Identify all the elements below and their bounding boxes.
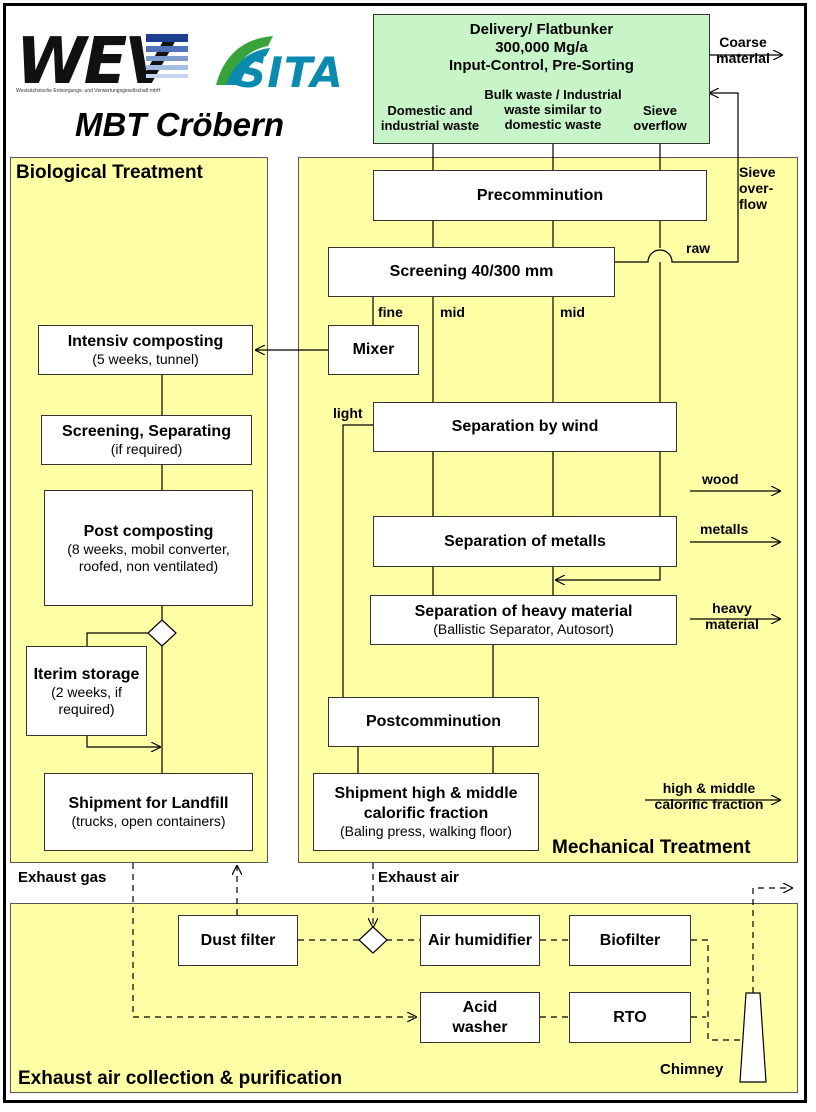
screening-box: Screening 40/300 mm: [328, 247, 615, 297]
bio-screening-box: Screening, Separating (if required): [41, 415, 252, 465]
precomminution-box: Precomminution: [373, 170, 707, 221]
landfill-shipment-label: Shipment for Landfill: [68, 795, 229, 812]
biological-treatment-title: Biological Treatment: [16, 162, 203, 183]
sita-logo-swoosh: [216, 36, 273, 85]
delivery-col-sieve: Sieve overflow: [633, 103, 687, 133]
mid-label-2: mid: [560, 304, 585, 320]
page-title: MBT Cröbern: [75, 106, 284, 143]
intensiv-composting-box: Intensiv composting (5 weeks, tunnel): [38, 325, 253, 375]
sieve-overflow-label: Sieve over- flow: [739, 164, 776, 213]
wind-separation-label: Separation by wind: [451, 418, 599, 436]
postcomminution-box: Postcomminution: [328, 697, 539, 747]
post-composting-box: Post composting (8 weeks, mobil converte…: [44, 490, 253, 606]
delivery-title: Delivery/ Flatbunker: [469, 21, 614, 38]
air-humidifier-box: Air humidifier: [420, 915, 540, 966]
interim-storage-label: Iterim storage: [33, 665, 140, 683]
fine-label: fine: [378, 304, 403, 320]
coarse-material-label: Coarse material: [716, 34, 770, 67]
bio-screening-label: Screening, Separating: [62, 423, 231, 440]
bio-screening-detail: (if required): [110, 441, 183, 458]
outer-frame: [3, 3, 807, 1103]
metal-separation-box: Separation of metalls: [373, 516, 677, 567]
dust-filter-label: Dust filter: [200, 931, 276, 949]
air-humidifier-label: Air humidifier: [427, 931, 532, 949]
high-middle-label: high & middle calorific fraction: [654, 780, 764, 813]
wood-label: wood: [702, 471, 739, 487]
delivery-col-domestic: Domestic and industrial waste: [380, 103, 480, 133]
interim-storage-box: Iterim storage (2 weeks, if required): [26, 646, 147, 736]
light-label: light: [333, 405, 363, 421]
exhaust-gas-label: Exhaust gas: [18, 869, 107, 886]
sita-logo: SITA: [236, 48, 344, 97]
exhaust-region-title: Exhaust air collection & purification: [18, 1068, 343, 1089]
acid-washer-label: Acid washer: [452, 999, 508, 1036]
heavy-material-label: heavy material: [705, 600, 759, 633]
delivery-box: Delivery/ Flatbunker 300,000 Mg/a Input-…: [373, 14, 710, 144]
acid-washer-box: Acid washer: [420, 992, 540, 1043]
biofilter-label: Biofilter: [599, 931, 661, 949]
biofilter-box: Biofilter: [569, 915, 691, 966]
shipment-calorific-label: Shipment high & middle calorific fractio…: [334, 785, 518, 822]
rto-label: RTO: [613, 1008, 647, 1026]
chimney-label: Chimney: [660, 1061, 724, 1078]
wev-logo-subtitle: Westsächsische Entsorgungs- und Verwertu…: [16, 88, 161, 94]
heavy-separation-detail: (Ballistic Separator, Autosort): [433, 621, 614, 638]
post-composting-label: Post composting: [83, 522, 214, 540]
precomminution-label: Precomminution: [476, 186, 604, 204]
landfill-shipment-detail: (trucks, open containers): [71, 813, 226, 830]
metalls-label: metalls: [700, 521, 749, 537]
shipment-calorific-box: Shipment high & middle calorific fractio…: [313, 773, 539, 851]
wind-separation-box: Separation by wind: [373, 402, 677, 452]
delivery-col-bulk: Bulk waste / Industrial waste similar to…: [484, 87, 622, 132]
mixer-box: Mixer: [328, 325, 419, 375]
interim-storage-detail: (2 weeks, if required): [51, 683, 122, 717]
shipment-calorific-detail: (Baling press, walking floor): [340, 822, 512, 839]
heavy-separation-label: Separation of heavy material: [414, 603, 633, 620]
mixer-label: Mixer: [352, 341, 395, 359]
metal-separation-label: Separation of metalls: [444, 532, 606, 550]
rto-box: RTO: [569, 992, 691, 1043]
wev-logo-stripes: [146, 34, 188, 78]
mechanical-treatment-title: Mechanical Treatment: [552, 837, 751, 858]
delivery-capacity: 300,000 Mg/a: [495, 39, 588, 56]
screening-label: Screening 40/300 mm: [389, 263, 554, 281]
postcomminution-label: Postcomminution: [365, 713, 502, 731]
heavy-separation-box: Separation of heavy material (Ballistic …: [370, 595, 677, 645]
intensiv-composting-label: Intensiv composting: [67, 333, 224, 350]
exhaust-air-label: Exhaust air: [378, 869, 459, 886]
raw-label: raw: [686, 240, 711, 256]
delivery-input: Input-Control, Pre-Sorting: [449, 57, 634, 74]
post-composting-detail: (8 weeks, mobil converter, roofed, non v…: [67, 540, 230, 574]
dust-filter-box: Dust filter: [178, 915, 298, 966]
landfill-shipment-box: Shipment for Landfill (trucks, open cont…: [44, 773, 253, 851]
mid-label-1: mid: [440, 304, 465, 320]
intensiv-composting-detail: (5 weeks, tunnel): [92, 351, 199, 368]
